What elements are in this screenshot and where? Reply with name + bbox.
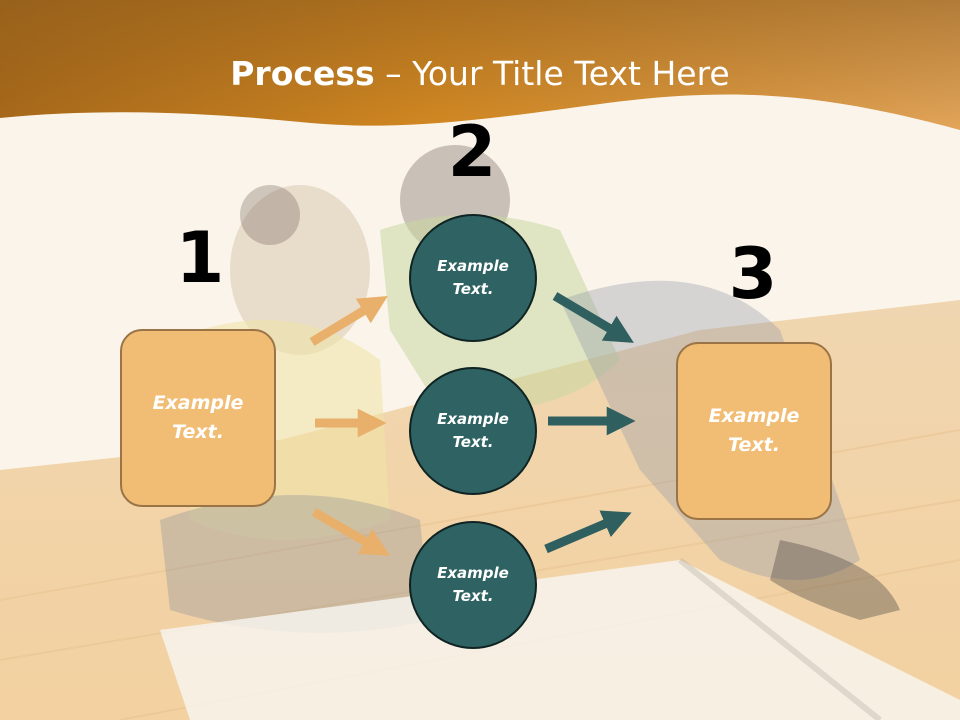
circle-top: Example Text. (409, 214, 537, 342)
circle-bottom: Example Text. (409, 521, 537, 649)
arrow-top-to-3 (552, 292, 634, 343)
circle-bottom-text: Example Text. (437, 564, 509, 605)
step-number-1: 1 (175, 217, 225, 299)
slide-title: Process – Your Title Text Here (0, 52, 960, 96)
title-bold: Process (230, 54, 375, 93)
circle-top-text: Example Text. (437, 257, 509, 298)
step-3-text: Example Text. (708, 405, 800, 456)
arrow-1-to-top (309, 296, 388, 346)
circle-middle: Example Text. (409, 367, 537, 495)
step-1-box: Example Text. (120, 329, 276, 507)
step-1-text: Example Text. (152, 392, 244, 443)
circle-middle-text: Example Text. (437, 410, 509, 451)
step-3-box: Example Text. (676, 342, 832, 520)
arrow-1-to-bottom (311, 508, 390, 556)
title-rest: – Your Title Text Here (374, 54, 730, 93)
step-number-3: 3 (728, 233, 778, 315)
step-number-2: 2 (447, 111, 497, 193)
arrow-bottom-to-3 (544, 510, 632, 554)
